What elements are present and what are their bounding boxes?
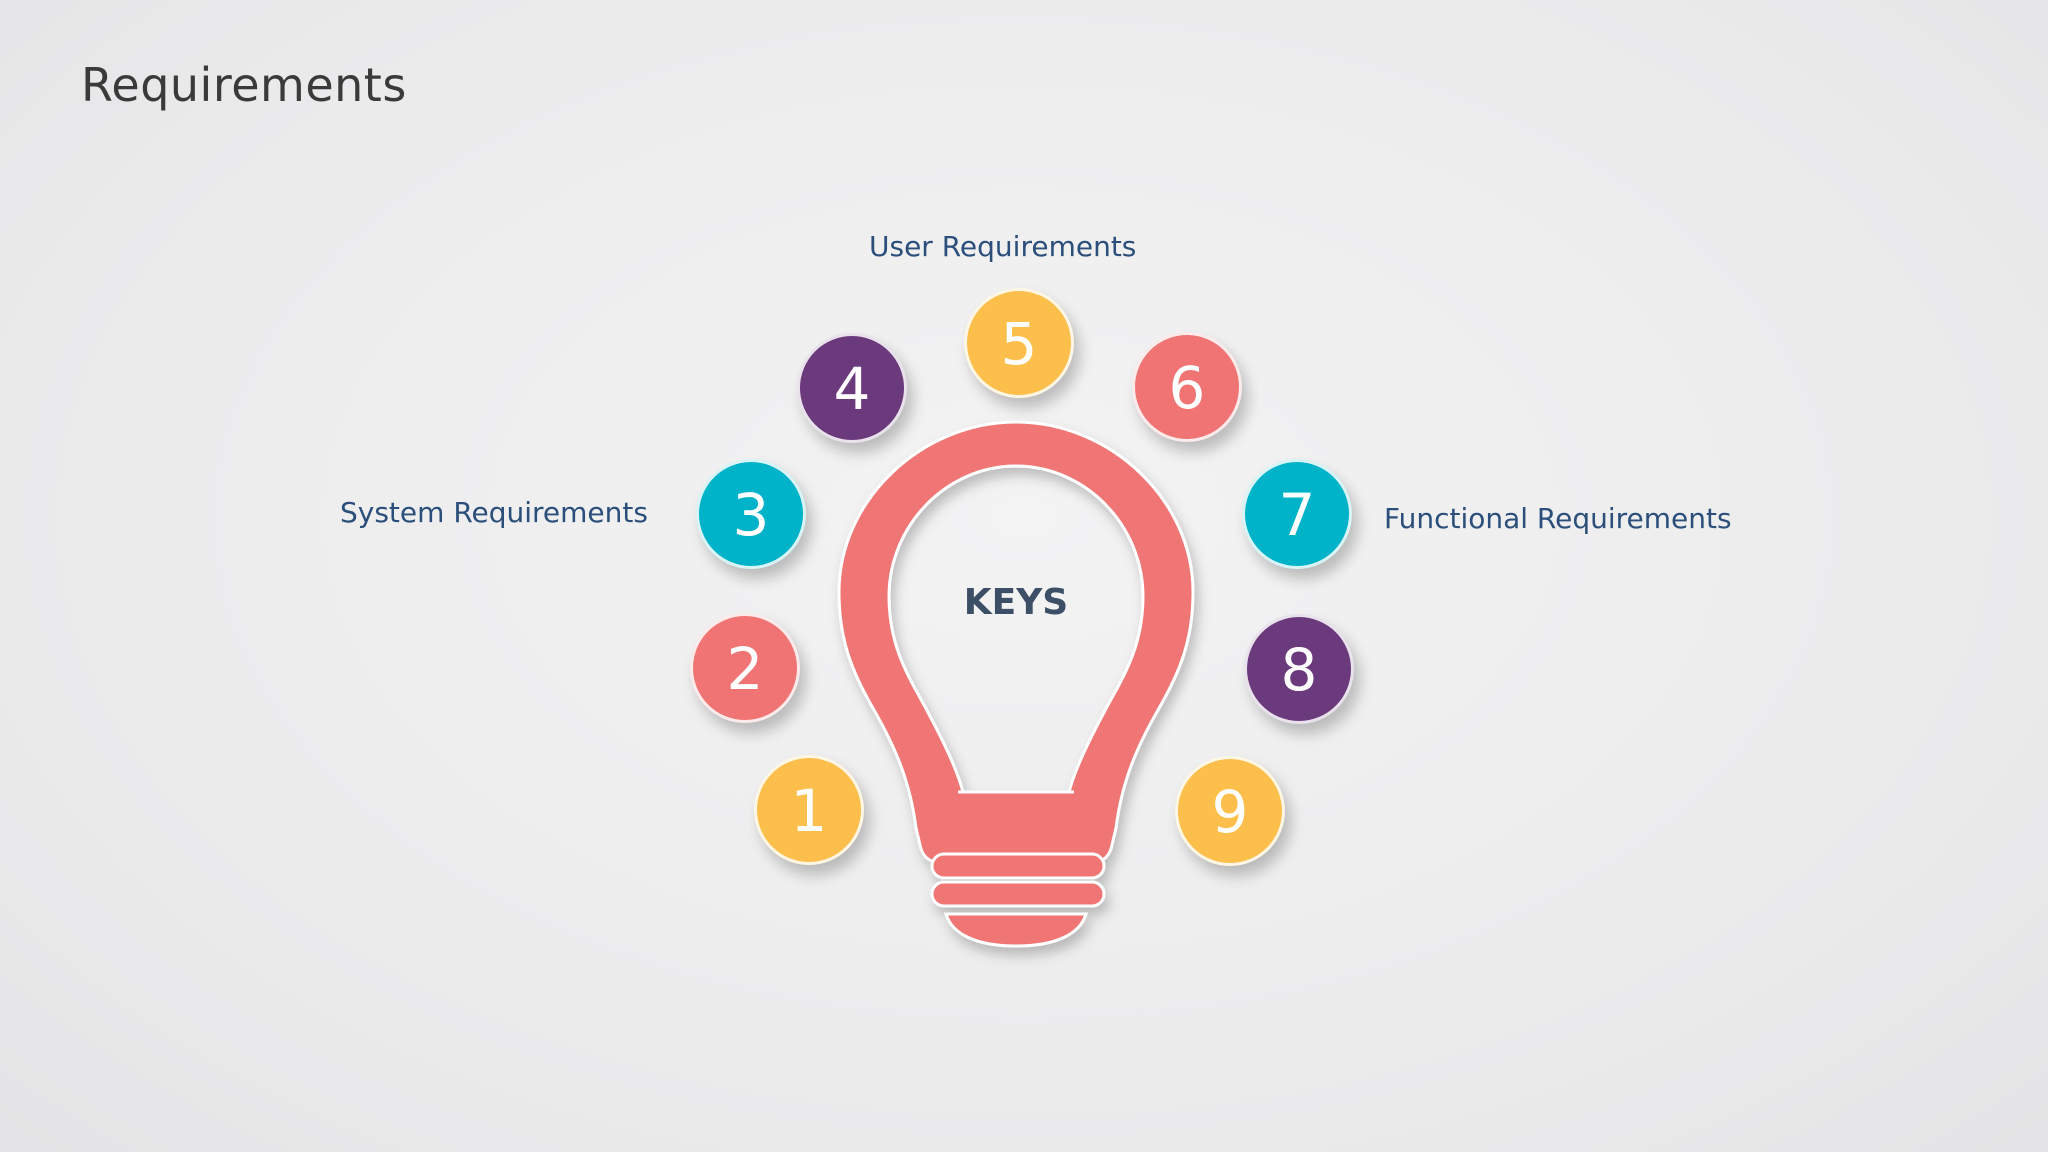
key-circle-6: 6: [1132, 332, 1242, 442]
keys-center-label: KEYS: [963, 582, 1069, 623]
bulb-base-band-1: [930, 852, 1106, 880]
key-circle-9: 9: [1175, 756, 1285, 866]
bulb-base-cap: [943, 912, 1089, 948]
key-circle-4: 4: [797, 333, 907, 443]
slide-title: Requirements: [81, 58, 407, 112]
user-requirements-label: User Requirements: [869, 230, 1137, 263]
key-circle-5: 5: [964, 288, 1074, 398]
key-circle-8: 8: [1244, 614, 1354, 724]
key-circle-2: 2: [690, 613, 800, 723]
key-circle-1: 1: [754, 755, 864, 865]
key-circle-7: 7: [1242, 459, 1352, 569]
system-requirements-label: System Requirements: [340, 496, 648, 529]
functional-requirements-label: Functional Requirements: [1384, 502, 1732, 535]
key-circle-3: 3: [696, 459, 806, 569]
bulb-base-band-2: [930, 880, 1106, 908]
bulb-outline: [837, 420, 1195, 864]
